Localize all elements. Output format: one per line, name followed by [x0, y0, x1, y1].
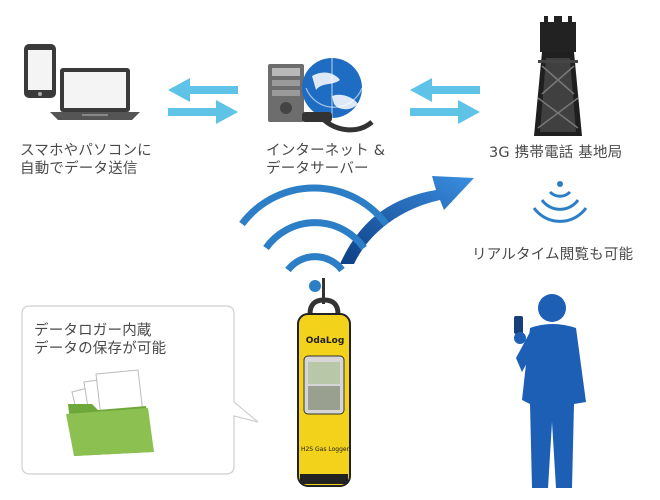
server-label-line2: データサーバー: [266, 161, 369, 177]
signal-waves-tower: [532, 181, 588, 223]
devices-label: スマホやパソコンに 自動でデータ送信: [20, 142, 152, 178]
bidirectional-arrow-left: [168, 78, 238, 124]
cell-tower-icon: [534, 16, 582, 136]
person-with-phone-icon: [514, 294, 586, 488]
storage-label: データロガー内蔵 データの保存が可能: [34, 322, 166, 358]
gas-logger-device: [297, 278, 351, 487]
bidirectional-arrow-right: [410, 78, 480, 124]
signal-waves-logger: [239, 184, 389, 292]
laptop-phone-icon: [24, 44, 140, 120]
realtime-label: リアルタイム閲覧も可能: [472, 247, 634, 263]
devices-label-line1: スマホやパソコンに: [20, 143, 152, 159]
logger-model-label: H2S Gas Logger: [300, 446, 350, 453]
storage-label-line1: データロガー内蔵: [34, 323, 152, 339]
transmission-arrow: [340, 176, 474, 264]
storage-label-line2: データの保存が可能: [34, 341, 167, 357]
server-label-line1: インターネット &: [266, 143, 386, 159]
logger-brand-label: OdaLog: [305, 336, 345, 346]
server-label: インターネット & データサーバー: [266, 142, 385, 178]
folder-icon: [66, 369, 154, 456]
tower-label: 3G 携帯電話 基地局: [489, 145, 623, 161]
server-globe-icon: [268, 58, 374, 133]
devices-label-line2: 自動でデータ送信: [20, 161, 138, 177]
